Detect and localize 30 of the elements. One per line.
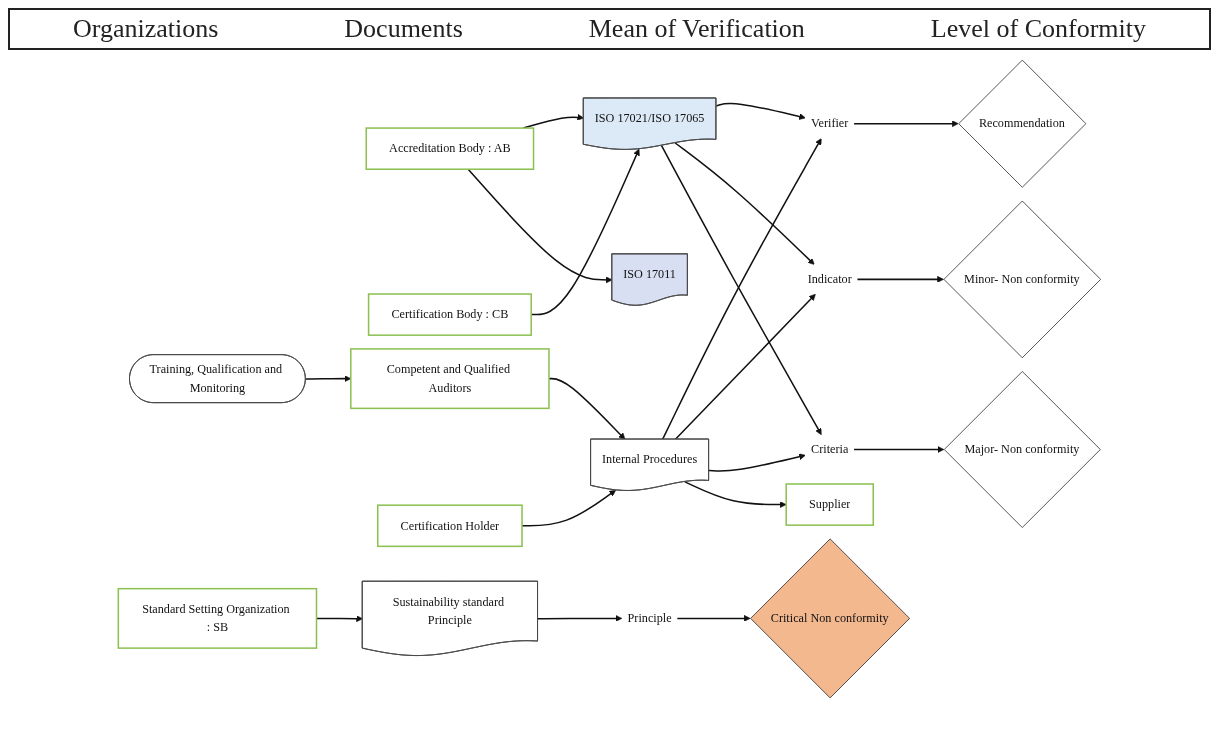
node-diamond: Minor- Non conformity — [943, 200, 1102, 359]
arrow — [853, 446, 945, 453]
node-text: Principle — [627, 611, 672, 625]
arrow — [853, 120, 959, 128]
arrow — [537, 615, 623, 622]
node-text: Verifier — [811, 116, 849, 130]
node-box: Supplier — [785, 483, 874, 526]
node-diamond: Major- Non conformity — [943, 371, 1101, 528]
node-box: Standard Setting Organization : SB — [117, 587, 318, 649]
arrow — [548, 377, 626, 440]
arrow — [676, 615, 751, 622]
arrow — [708, 453, 806, 472]
arrow — [674, 142, 815, 265]
node-box: Certification Body : CB — [367, 293, 532, 336]
node-box: Accreditation Body : AB — [365, 127, 535, 170]
node-box: Competent and Qualified Auditors — [350, 348, 550, 410]
arrow — [684, 481, 787, 508]
arrow — [856, 276, 944, 283]
arrow — [467, 168, 613, 284]
column-heading: Mean of Verification — [588, 14, 805, 44]
arrow — [674, 293, 816, 441]
column-heading: Documents — [344, 14, 463, 44]
node-text: Criteria — [811, 442, 849, 456]
column-heading: Organizations — [73, 14, 219, 44]
node-text: Indicator — [807, 272, 852, 286]
node-diamond: Critical Non conformity — [750, 538, 910, 699]
node-diamond: Recommendation — [958, 59, 1087, 188]
node-box: Certification Holder — [377, 504, 523, 548]
arrow — [715, 102, 806, 120]
column-heading: Level of Conformity — [930, 14, 1146, 44]
